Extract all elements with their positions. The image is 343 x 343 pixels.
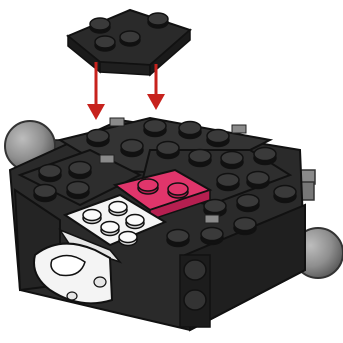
front-side-studs	[180, 255, 210, 327]
wedge-plate-icon	[68, 10, 190, 75]
